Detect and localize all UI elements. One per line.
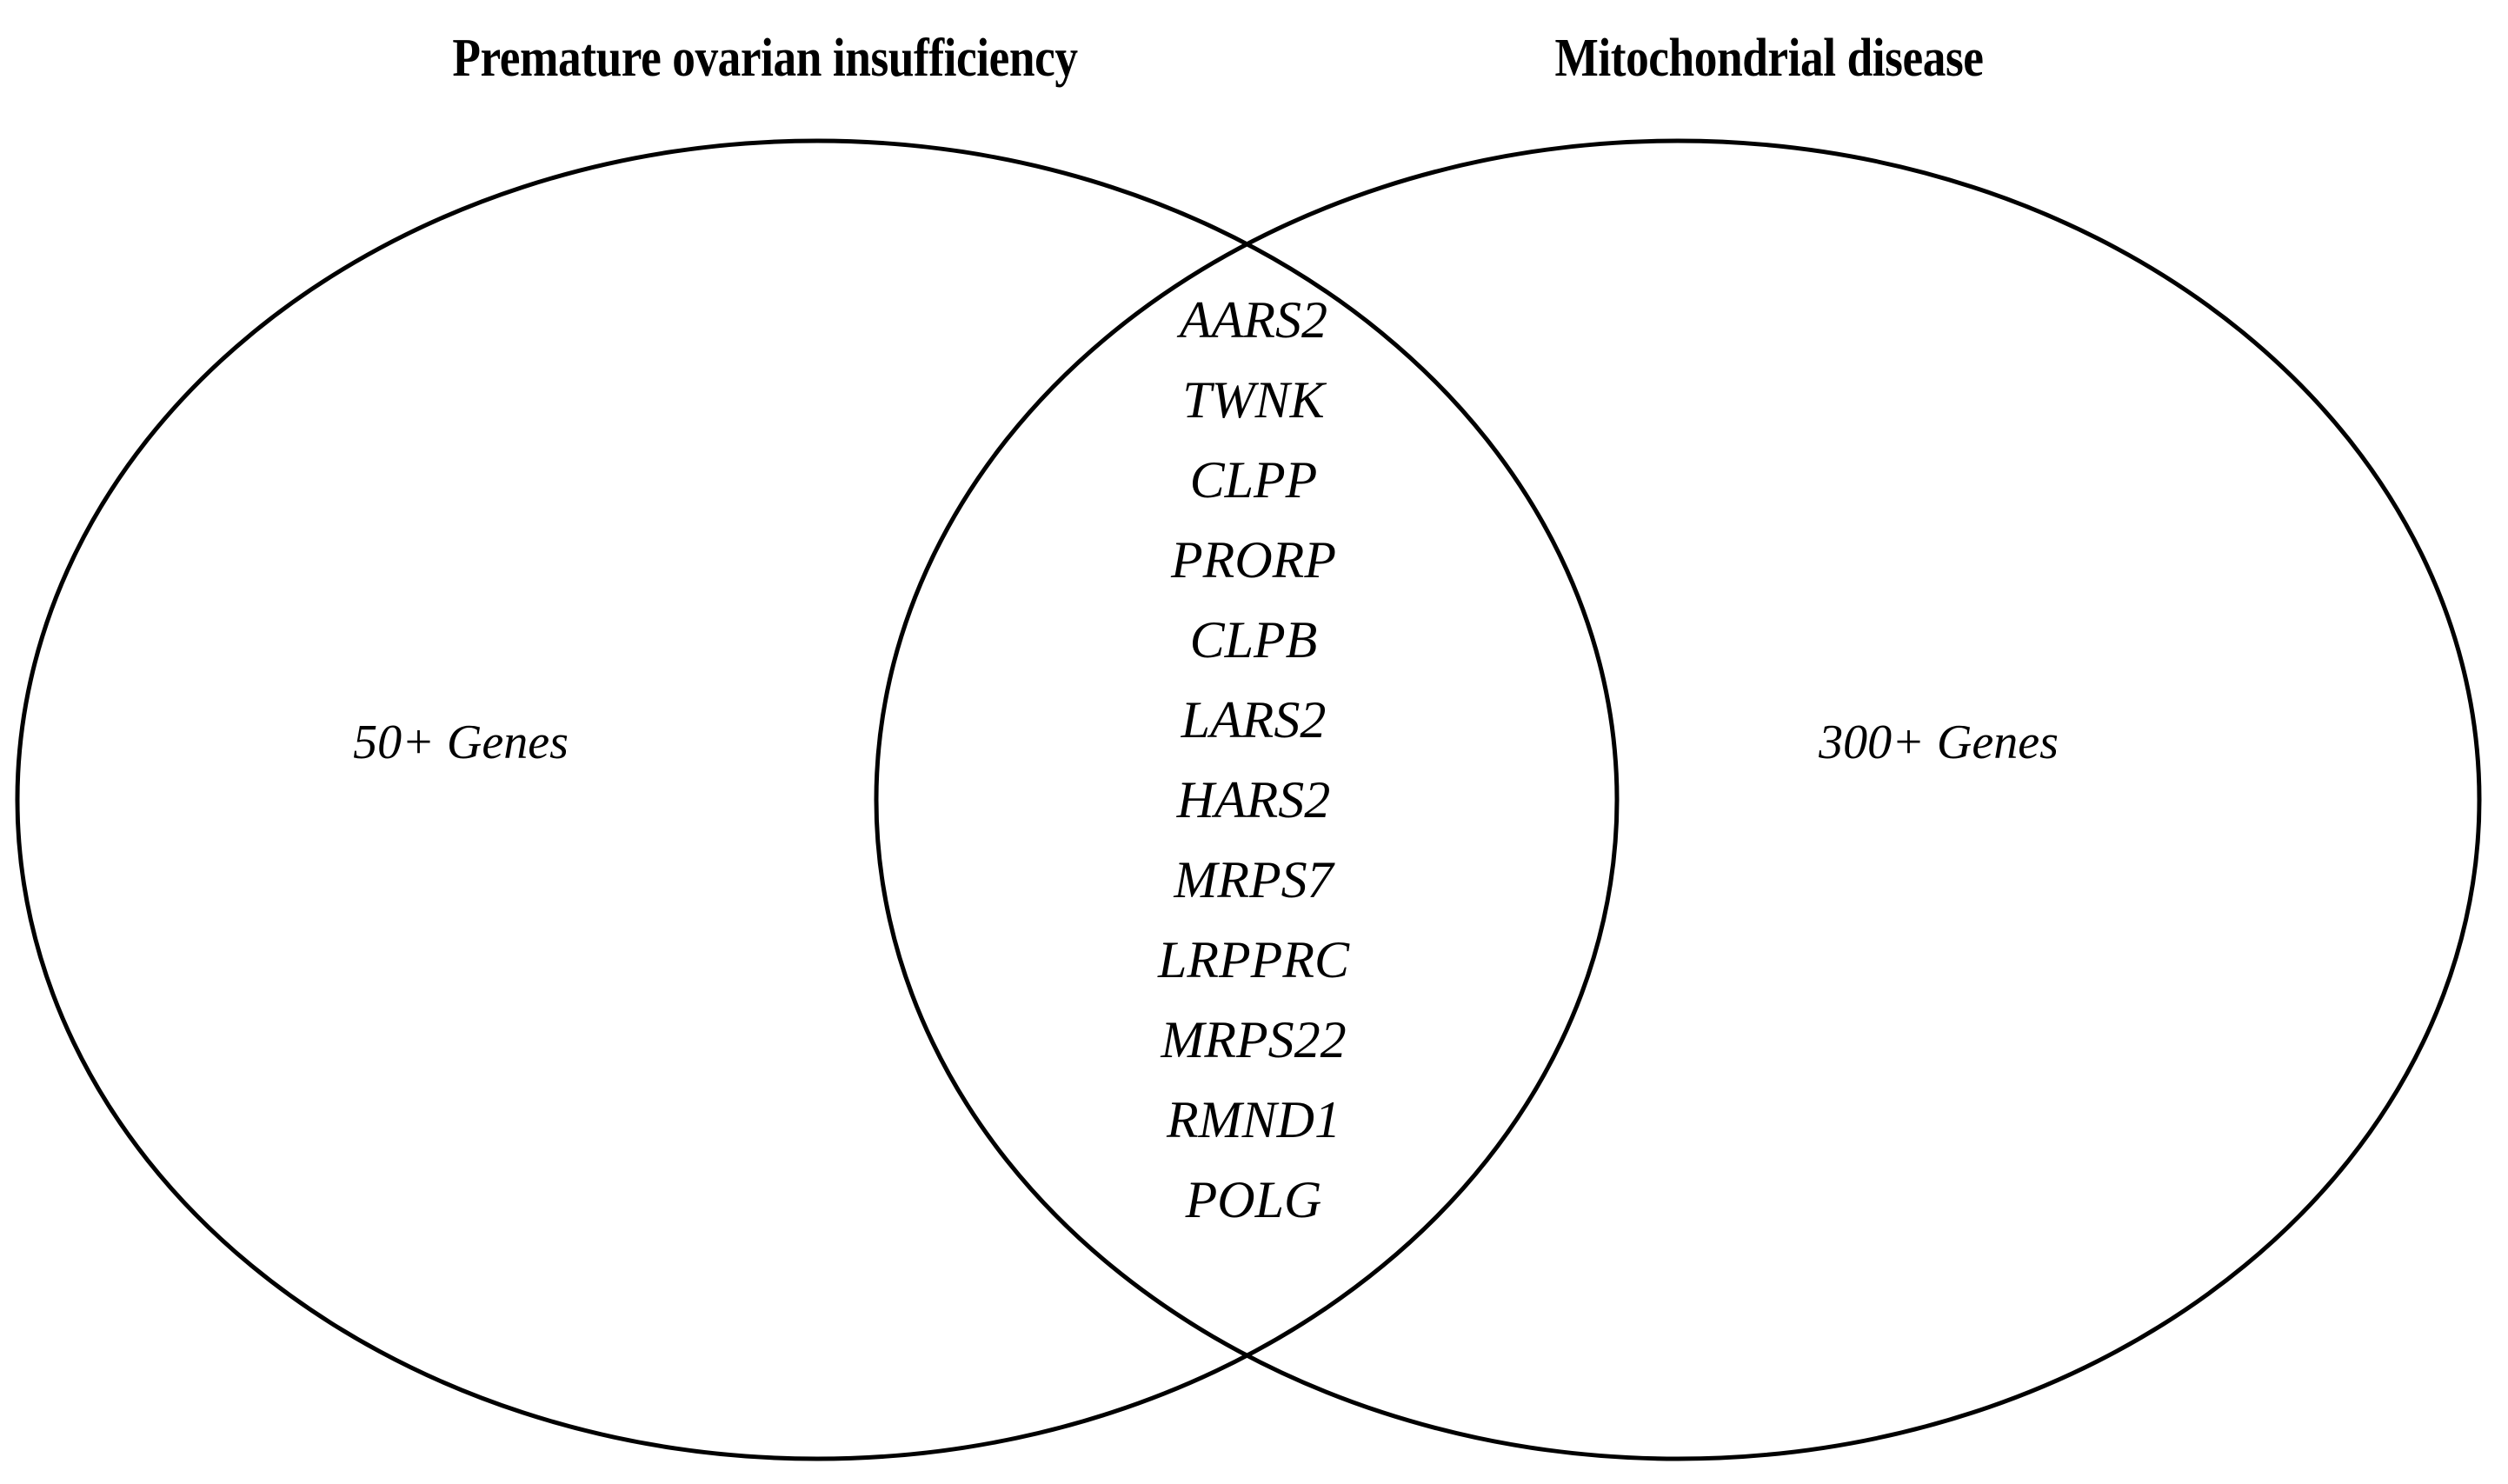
gene-item: MRPS22 <box>1161 1011 1347 1068</box>
gene-item: RMND1 <box>1167 1091 1340 1148</box>
intersection-gene-list: AARS2 TWNK CLPP PRORP CLPB LARS2 HARS2 M… <box>993 294 1514 1254</box>
gene-item: LRPPRC <box>1158 931 1349 988</box>
right-only-count-label: 300+ Genes <box>1819 715 2059 769</box>
gene-item: AARS2 <box>1180 291 1327 349</box>
gene-item: LARS2 <box>1181 691 1327 749</box>
left-set-title: Premature ovarian insufficiency <box>452 29 1078 88</box>
right-set-ellipse <box>874 138 2482 1461</box>
left-only-count-label: 50+ Genes <box>353 715 569 769</box>
left-set-ellipse <box>15 138 1620 1461</box>
gene-item: HARS2 <box>1176 771 1331 829</box>
gene-item: CLPB <box>1189 611 1318 669</box>
gene-item: POLG <box>1185 1171 1322 1228</box>
gene-item: TWNK <box>1182 371 1325 429</box>
gene-item: CLPP <box>1189 451 1318 509</box>
gene-item: PRORP <box>1171 531 1336 589</box>
right-set-title: Mitochondrial disease <box>1554 29 1984 88</box>
gene-item: MRPS7 <box>1174 851 1334 908</box>
